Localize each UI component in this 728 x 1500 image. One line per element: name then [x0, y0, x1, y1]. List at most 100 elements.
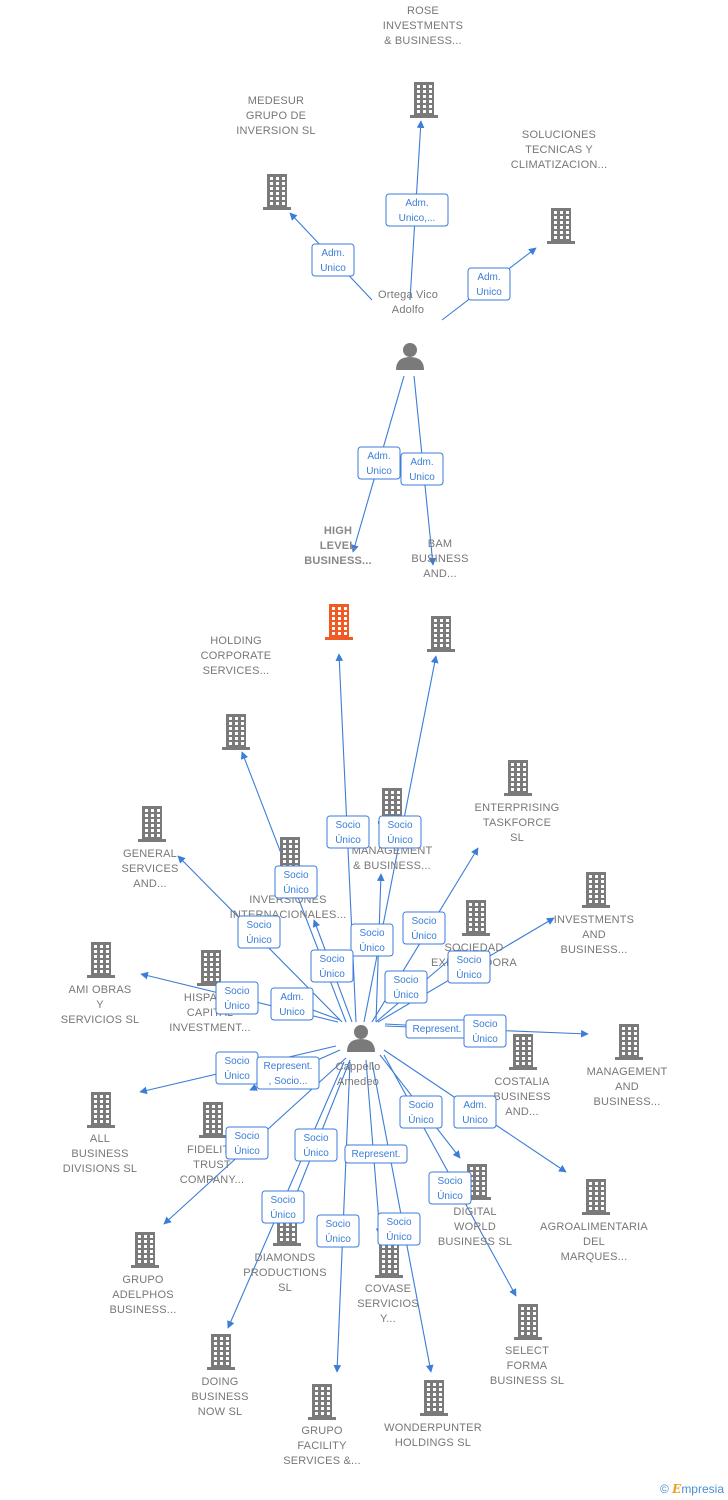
- building-icon: [197, 950, 225, 986]
- edge-label-text: Socio: [456, 955, 481, 966]
- building-icon: [462, 900, 490, 936]
- company-node-holding[interactable]: HOLDINGCORPORATESERVICES...: [201, 635, 272, 750]
- company-node-general[interactable]: GENERALSERVICESAND...: [121, 806, 178, 890]
- edge-labels-layer: Adm.Unico,...Adm.UnicoAdm.UnicoAdm.Unico…: [215, 193, 511, 1248]
- edge-label-box: [225, 1126, 269, 1160]
- company-node-grupoadelphos[interactable]: GRUPOADELPHOSBUSINESS...: [110, 1232, 177, 1316]
- company-node-costalia[interactable]: COSTALIABUSINESSAND...: [493, 1034, 550, 1118]
- building-icon: [263, 174, 291, 210]
- node-label-line: LEVEL: [320, 540, 357, 552]
- edge-label-cappello-covase[interactable]: Represent.: [344, 1144, 408, 1164]
- company-node-highlevel[interactable]: HIGHLEVELBUSINESS...: [304, 525, 372, 640]
- edge-label-ortega-bam[interactable]: Adm.Unico: [400, 452, 444, 486]
- node-label-line: Adolfo: [392, 304, 424, 316]
- node-label-line: BUSINESS: [191, 1391, 248, 1403]
- company-node-fidelity[interactable]: FIDELITYTRUSTCOMPANY...: [180, 1102, 245, 1186]
- node-label-line: HOLDING: [210, 635, 262, 647]
- edge-label-ortega-rose[interactable]: Adm.Unico,...: [385, 193, 449, 227]
- node-label-line: INVERSION SL: [236, 125, 315, 137]
- copyright-symbol: ©: [659, 1482, 669, 1496]
- building-icon: [514, 1304, 542, 1340]
- node-label-line: BUSINESS SL: [490, 1375, 564, 1387]
- edge-label-text: Socio: [224, 1056, 249, 1067]
- edge-label-box: [274, 865, 318, 899]
- edge-label-ortega-highlevel[interactable]: Adm.Unico: [357, 446, 401, 480]
- edge-label-text: Socio: [246, 920, 271, 931]
- edge-label-text: Socio: [270, 1195, 295, 1206]
- edge-label-box: [344, 1144, 408, 1164]
- person-icon: [347, 1025, 375, 1052]
- edge-label-cappello-fidelity[interactable]: Represent., Socio...: [256, 1056, 320, 1090]
- edge-label-text: Unico: [476, 287, 502, 298]
- edge-label-cappello-hispania[interactable]: Adm.Unico: [270, 987, 314, 1021]
- edge-label-ortega-medesur[interactable]: Adm.Unico: [311, 243, 355, 277]
- node-label-line: & BUSINESS...: [384, 35, 462, 47]
- node-label-line: DIAMONDS: [255, 1252, 316, 1264]
- edge-label-ortega-soluciones[interactable]: Adm.Unico: [467, 267, 511, 301]
- building-icon: [504, 760, 532, 796]
- company-node-bam[interactable]: BAMBUSINESSAND...: [411, 538, 468, 652]
- company-node-covase[interactable]: COVASESERVICIOSY...: [357, 1242, 419, 1325]
- edge-label-text: Socio: [411, 916, 436, 927]
- edge-label-text: Socio: [437, 1176, 462, 1187]
- node-label-line: INVESTMENTS: [383, 20, 463, 32]
- node-label-line: SERVICES: [121, 863, 178, 875]
- company-node-investments[interactable]: INVESTMENTSANDBUSINESS...: [554, 872, 634, 956]
- building-icon: [87, 942, 115, 978]
- edge-label-box: [378, 815, 422, 849]
- node-label-line: BAM: [428, 538, 452, 550]
- edge-label-cappello-management2[interactable]: Represent.: [405, 1019, 469, 1039]
- edge-label-cappello-agro[interactable]: Adm.Unico: [453, 1095, 497, 1129]
- company-node-management2[interactable]: MANAGEMENTANDBUSINESS...: [587, 1024, 668, 1108]
- company-node-agro[interactable]: AGROALIMENTARIADELMARQUES...: [540, 1179, 648, 1263]
- node-label-line: SL: [510, 832, 524, 844]
- node-label-line: CORPORATE: [201, 650, 272, 662]
- edge-label-text: Único: [335, 833, 361, 846]
- edge-label-text: Socio: [335, 820, 360, 831]
- edge-label-text: Adm.: [321, 248, 344, 259]
- edge-label-text: Socio: [408, 1100, 433, 1111]
- edge-label-text: Único: [387, 833, 413, 846]
- node-label-line: HIGH: [324, 525, 352, 537]
- node-label-line: FORMA: [507, 1360, 548, 1372]
